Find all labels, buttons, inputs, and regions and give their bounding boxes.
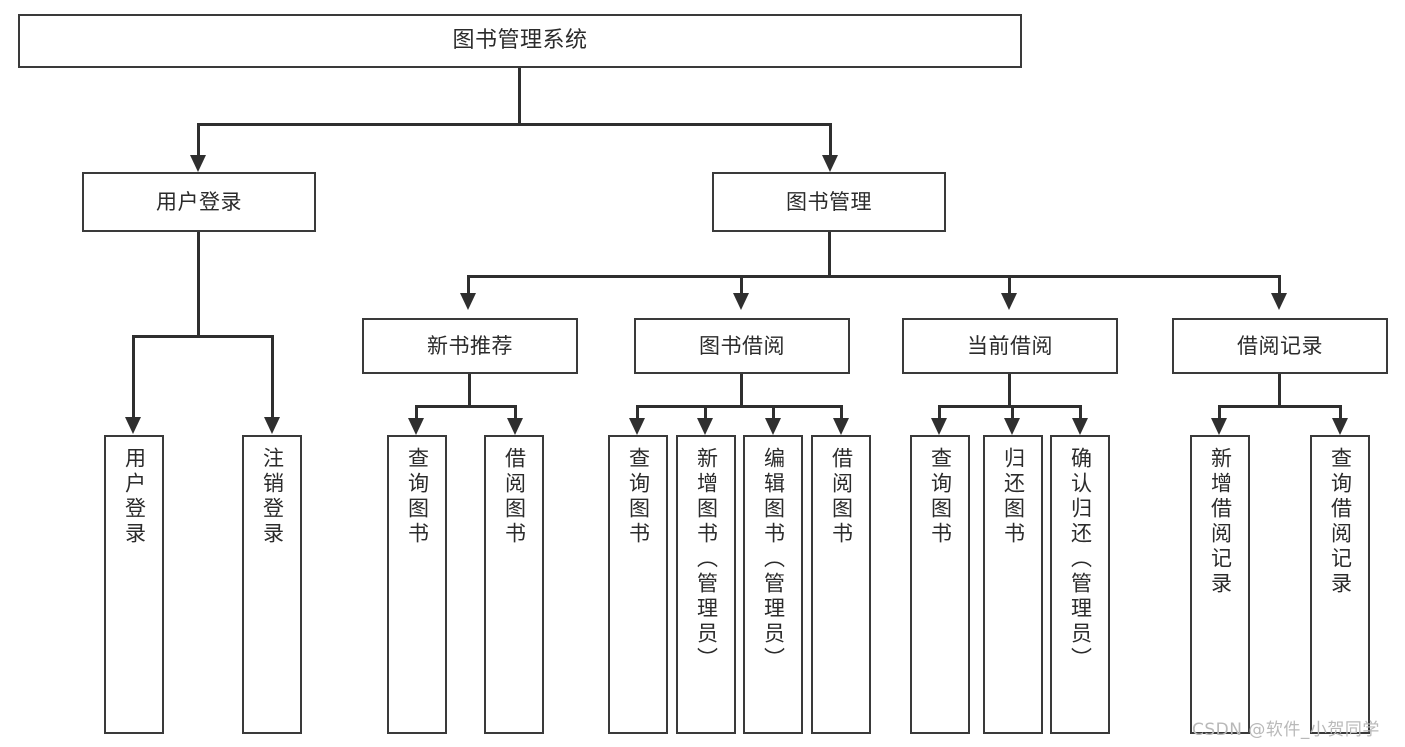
- connector-group-drop-1-2: [514, 405, 517, 418]
- arrow-to-leaf-1-1: [408, 418, 424, 435]
- node-level2-1-label: 用户登录: [156, 189, 242, 214]
- node-level2-1[interactable]: 用户登录: [82, 172, 316, 232]
- connector-group-stem-3: [1008, 374, 1011, 405]
- arrow-to-leaf-2-2: [697, 418, 713, 435]
- node-level2-2-label: 图书管理: [786, 189, 872, 214]
- node-level3-3-label: 当前借阅: [967, 333, 1053, 358]
- node-leaf-2-label: 注销登录: [260, 447, 285, 547]
- connector-management-drop-1: [467, 275, 470, 293]
- node-leaf-9[interactable]: 查询图书: [910, 435, 970, 734]
- node-leaf-12-label: 新增借阅记录: [1208, 447, 1233, 597]
- connector-management-drop-3: [1008, 275, 1011, 293]
- connector-login-bus: [133, 335, 272, 338]
- connector-group-bus-3: [939, 405, 1080, 408]
- connector-group-bus-1: [416, 405, 515, 408]
- arrow-to-book-management: [822, 155, 838, 172]
- node-leaf-11-label: 确认归还（管理员）: [1068, 447, 1093, 672]
- node-leaf-7[interactable]: 编辑图书（管理员）: [743, 435, 803, 734]
- connector-group-drop-3-3: [1079, 405, 1082, 418]
- connector-group-drop-2-2: [704, 405, 707, 418]
- connector-root-drop-left: [197, 123, 200, 155]
- node-leaf-9-label: 查询图书: [928, 447, 953, 547]
- node-leaf-3[interactable]: 查询图书: [387, 435, 447, 734]
- node-leaf-10[interactable]: 归还图书: [983, 435, 1043, 734]
- connector-login-stem: [197, 232, 200, 335]
- node-leaf-3-label: 查询图书: [405, 447, 430, 547]
- node-leaf-11[interactable]: 确认归还（管理员）: [1050, 435, 1110, 734]
- node-root[interactable]: 图书管理系统: [18, 14, 1022, 68]
- node-leaf-1-label: 用户登录: [122, 447, 147, 547]
- node-level3-2-label: 图书借阅: [699, 333, 785, 358]
- node-leaf-8-label: 借阅图书: [829, 447, 854, 547]
- arrow-to-leaf-user-login: [125, 417, 141, 434]
- node-level3-1[interactable]: 新书推荐: [362, 318, 578, 374]
- connector-root-bus: [198, 123, 831, 126]
- connector-group-drop-3-1: [938, 405, 941, 418]
- connector-group-bus-4: [1219, 405, 1340, 408]
- arrow-to-leaf-logout: [264, 417, 280, 434]
- connector-group-stem-1: [468, 374, 471, 405]
- node-level3-3[interactable]: 当前借阅: [902, 318, 1118, 374]
- arrow-to-leaf-4-1: [1211, 418, 1227, 435]
- node-leaf-12[interactable]: 新增借阅记录: [1190, 435, 1250, 734]
- watermark: CSDN @软件_小贺同学: [1192, 720, 1380, 740]
- arrow-to-level3-3: [1001, 293, 1017, 310]
- arrow-to-leaf-1-2: [507, 418, 523, 435]
- node-leaf-8[interactable]: 借阅图书: [811, 435, 871, 734]
- node-leaf-4-label: 借阅图书: [502, 447, 527, 547]
- connector-group-drop-4-2: [1339, 405, 1342, 418]
- node-level3-2[interactable]: 图书借阅: [634, 318, 850, 374]
- connector-group-stem-2: [740, 374, 743, 405]
- connector-management-stem: [828, 232, 831, 275]
- connector-management-drop-4: [1278, 275, 1281, 293]
- connector-management-bus: [468, 275, 1280, 278]
- node-leaf-5[interactable]: 查询图书: [608, 435, 668, 734]
- arrow-to-user-login: [190, 155, 206, 172]
- arrow-to-leaf-2-1: [629, 418, 645, 435]
- arrow-to-leaf-3-3: [1072, 418, 1088, 435]
- arrow-to-leaf-2-3: [765, 418, 781, 435]
- connector-group-stem-4: [1278, 374, 1281, 405]
- node-leaf-4[interactable]: 借阅图书: [484, 435, 544, 734]
- arrow-to-leaf-2-4: [833, 418, 849, 435]
- connector-root-drop-right: [829, 123, 832, 155]
- node-leaf-7-label: 编辑图书（管理员）: [761, 447, 786, 672]
- node-leaf-13-label: 查询借阅记录: [1328, 447, 1353, 597]
- node-level3-4[interactable]: 借阅记录: [1172, 318, 1388, 374]
- node-root-label: 图书管理系统: [452, 28, 588, 54]
- node-level3-1-label: 新书推荐: [427, 333, 513, 358]
- arrow-to-level3-4: [1271, 293, 1287, 310]
- arrow-to-leaf-4-2: [1332, 418, 1348, 435]
- connector-group-drop-2-3: [772, 405, 775, 418]
- arrow-to-level3-2: [733, 293, 749, 310]
- node-level2-2[interactable]: 图书管理: [712, 172, 946, 232]
- connector-group-drop-2-1: [636, 405, 639, 418]
- connector-login-drop-right: [271, 335, 274, 417]
- arrow-to-leaf-3-2: [1004, 418, 1020, 435]
- node-leaf-6-label: 新增图书（管理员）: [694, 447, 719, 672]
- node-level3-4-label: 借阅记录: [1237, 333, 1323, 358]
- connector-group-drop-4-1: [1218, 405, 1221, 418]
- connector-group-drop-2-4: [840, 405, 843, 418]
- connector-root-stem: [518, 68, 521, 123]
- node-leaf-5-label: 查询图书: [626, 447, 651, 547]
- node-leaf-6[interactable]: 新增图书（管理员）: [676, 435, 736, 734]
- node-leaf-13[interactable]: 查询借阅记录: [1310, 435, 1370, 734]
- connector-management-drop-2: [740, 275, 743, 293]
- arrow-to-leaf-3-1: [931, 418, 947, 435]
- node-leaf-2[interactable]: 注销登录: [242, 435, 302, 734]
- connector-group-drop-3-2: [1011, 405, 1014, 418]
- connector-login-drop-left: [132, 335, 135, 417]
- connector-group-drop-1-1: [415, 405, 418, 418]
- node-leaf-1[interactable]: 用户登录: [104, 435, 164, 734]
- connector-group-bus-2: [637, 405, 841, 408]
- node-leaf-10-label: 归还图书: [1001, 447, 1026, 547]
- arrow-to-level3-1: [460, 293, 476, 310]
